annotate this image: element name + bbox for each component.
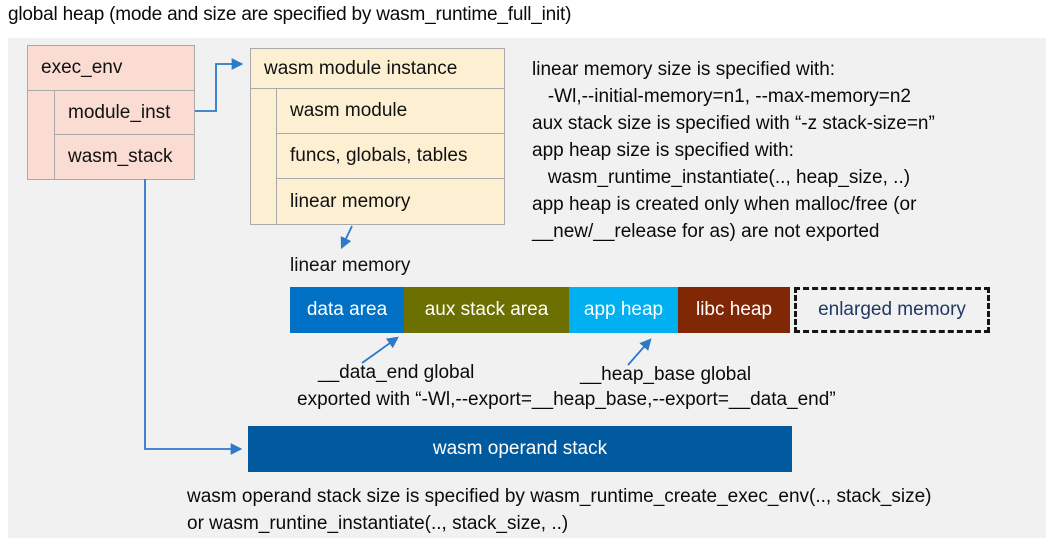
module-instance-rows: wasm module funcs, globals, tables linea… (276, 89, 504, 224)
module-instance-row-wasm-module: wasm module (277, 89, 504, 134)
exec-env-title: exec_env (28, 46, 194, 91)
exec-env-row-wasm-stack: wasm_stack (68, 146, 173, 167)
notes-linear-memory-sizes: linear memory size is specified with: -W… (532, 56, 935, 245)
note-line: app heap is created only when malloc/fre… (532, 194, 917, 215)
exec-env-row-module-inst: module_inst (55, 91, 194, 135)
note-line: aux stack size is specified with “-z sta… (532, 113, 935, 134)
note-line: wasm_runtime_instantiate(.., heap_size, … (532, 167, 911, 188)
page-title: global heap (mode and size are specified… (8, 4, 572, 25)
note-line: app heap size is specified with: (532, 140, 794, 161)
segment-data-area: data area (290, 287, 404, 333)
wasm-operand-stack-bar: wasm operand stack (248, 426, 792, 472)
module-instance-row-funcs-globals-tables: funcs, globals, tables (277, 134, 504, 179)
note-line: __new/__release for as) are not exported (532, 221, 880, 242)
module-instance-title: wasm module instance (251, 49, 504, 89)
segment-app-heap: app heap (569, 287, 678, 333)
segment-aux-stack-area: aux stack area (404, 287, 569, 333)
exported-with-label: exported with “-Wl,--export=__heap_base,… (297, 389, 836, 410)
segment-enlarged-memory: enlarged memory (794, 287, 990, 333)
linear-memory-label: linear memory (290, 255, 411, 276)
note-line: linear memory size is specified with: (532, 59, 836, 80)
exec-env-box: exec_env module_inst wasm_stack (27, 45, 195, 180)
notes-operand-stack-size: wasm operand stack size is specified by … (187, 483, 932, 537)
note-line: wasm operand stack size is specified by … (187, 486, 932, 507)
module-instance-box: wasm module instance wasm module funcs, … (250, 48, 505, 225)
linear-memory-bar: data area aux stack area app heap libc h… (290, 287, 990, 333)
segment-libc-heap: libc heap (678, 287, 790, 333)
heap-base-global-label: __heap_base global (580, 364, 752, 385)
data-end-global-label: __data_end global (318, 362, 475, 383)
note-line: -Wl,--initial-memory=n1, --max-memory=n2 (532, 86, 911, 107)
module-instance-row-linear-memory: linear memory (290, 190, 411, 212)
note-line: or wasm_runtine_instantiate(.., stack_si… (187, 513, 569, 534)
exec-env-rows: module_inst wasm_stack (54, 91, 194, 179)
